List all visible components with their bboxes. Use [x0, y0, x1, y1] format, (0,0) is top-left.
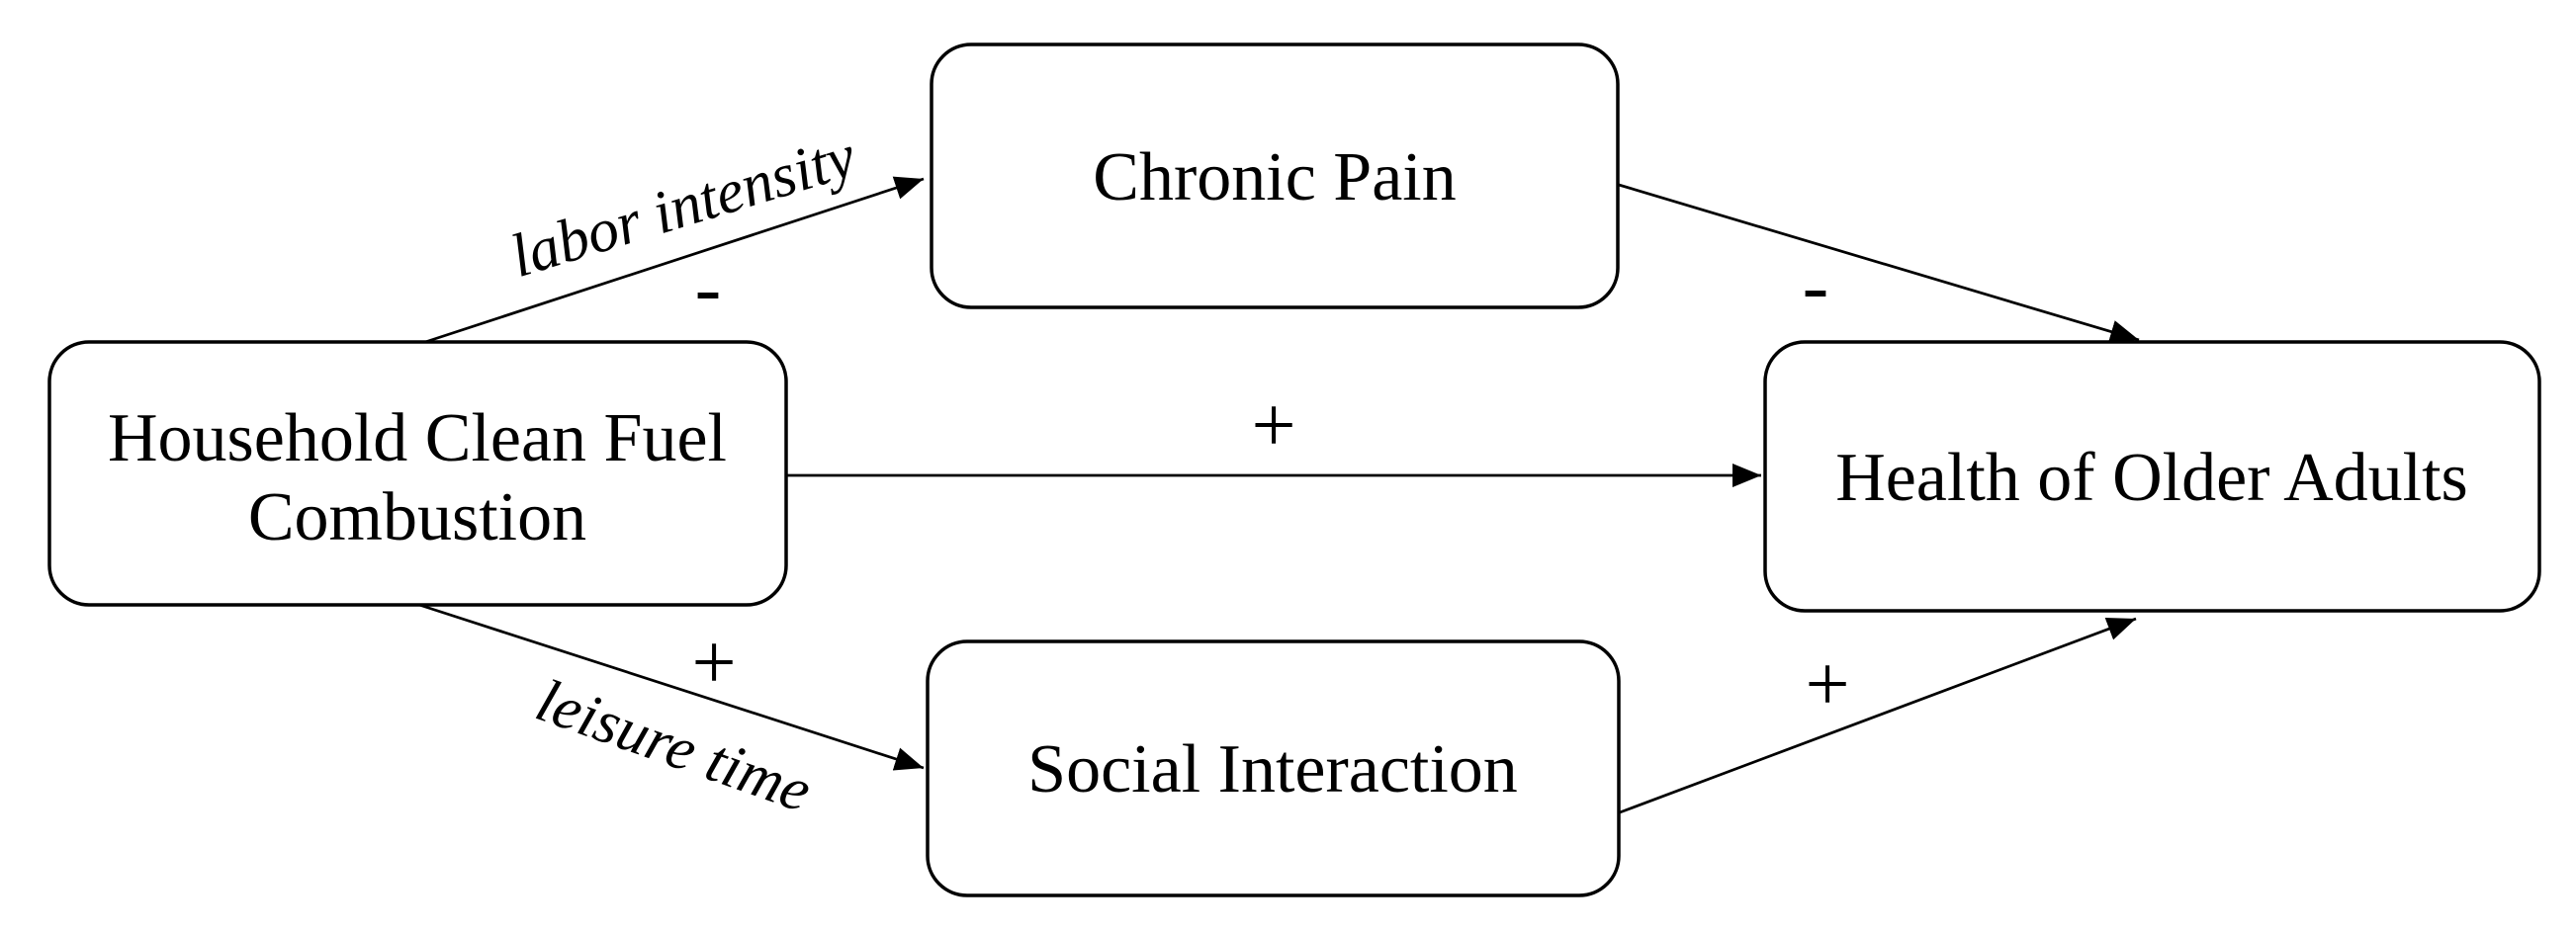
sign-exposure-social-plus: +: [691, 620, 736, 707]
node-household-clean-fuel-combustion-label-line2: Combustion: [248, 479, 586, 555]
edge-social-interaction-to-health: [1619, 617, 2137, 814]
edge-label-leisure-time: leisure time: [528, 667, 820, 825]
sign-exposure-health-plus: +: [1251, 382, 1295, 469]
edge-chronic-pain-to-health: [1618, 183, 2140, 344]
node-household-clean-fuel-combustion-label-line1: Household Clean Fuel: [108, 400, 727, 476]
node-health-of-older-adults-label: Health of Older Adults: [1835, 440, 2468, 516]
edge-exposure-to-chronic-pain: [418, 176, 925, 346]
edge-label-labor-intensity: labor intensity: [503, 123, 864, 291]
edge-exposure-to-social-interaction: [418, 603, 925, 771]
sign-social-health-plus: +: [1805, 641, 1849, 728]
node-social-interaction-box: [926, 639, 1621, 897]
node-social-interaction-label: Social Interaction: [1027, 731, 1518, 807]
node-household-clean-fuel-combustion-box: [47, 340, 788, 607]
node-chronic-pain-label: Chronic Pain: [1093, 139, 1456, 215]
sign-chronic-health-minus: -: [1803, 243, 1829, 330]
node-chronic-pain-box: [930, 42, 1620, 309]
node-health-of-older-adults-box: [1763, 340, 2541, 613]
sign-exposure-chronic-minus: -: [695, 245, 722, 332]
